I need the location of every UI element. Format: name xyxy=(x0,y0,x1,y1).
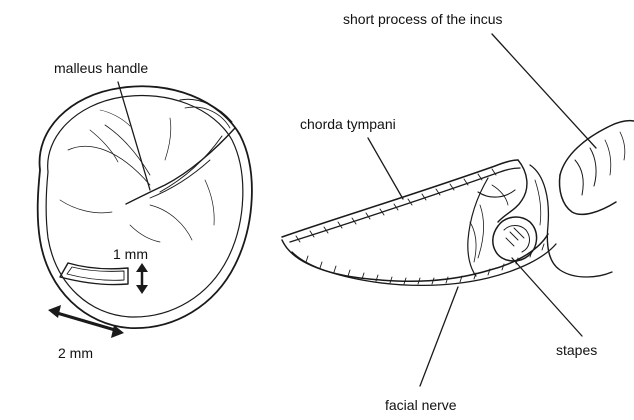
label-short-process-of-the-incus: short process of the incus xyxy=(343,12,503,26)
scale-2mm-arrow xyxy=(48,305,124,338)
tympanic-membrane xyxy=(38,86,252,328)
label-scale-2mm: 2 mm xyxy=(58,346,93,360)
label-stapes: stapes xyxy=(556,343,597,357)
facial-nerve-leader xyxy=(420,287,458,386)
label-facial-nerve: facial nerve xyxy=(385,398,457,412)
label-scale-1mm: 1 mm xyxy=(113,247,148,261)
short-process-leader xyxy=(492,34,596,148)
scale-1mm-arrow xyxy=(136,263,148,294)
middle-ear-structures xyxy=(282,121,634,286)
label-chorda-tympani: chorda tympani xyxy=(300,117,396,131)
malleus-handle-leader xyxy=(118,82,150,190)
label-malleus-handle: malleus handle xyxy=(54,61,148,75)
chorda-tympani-leader xyxy=(368,138,403,199)
stapes-leader xyxy=(512,258,582,336)
